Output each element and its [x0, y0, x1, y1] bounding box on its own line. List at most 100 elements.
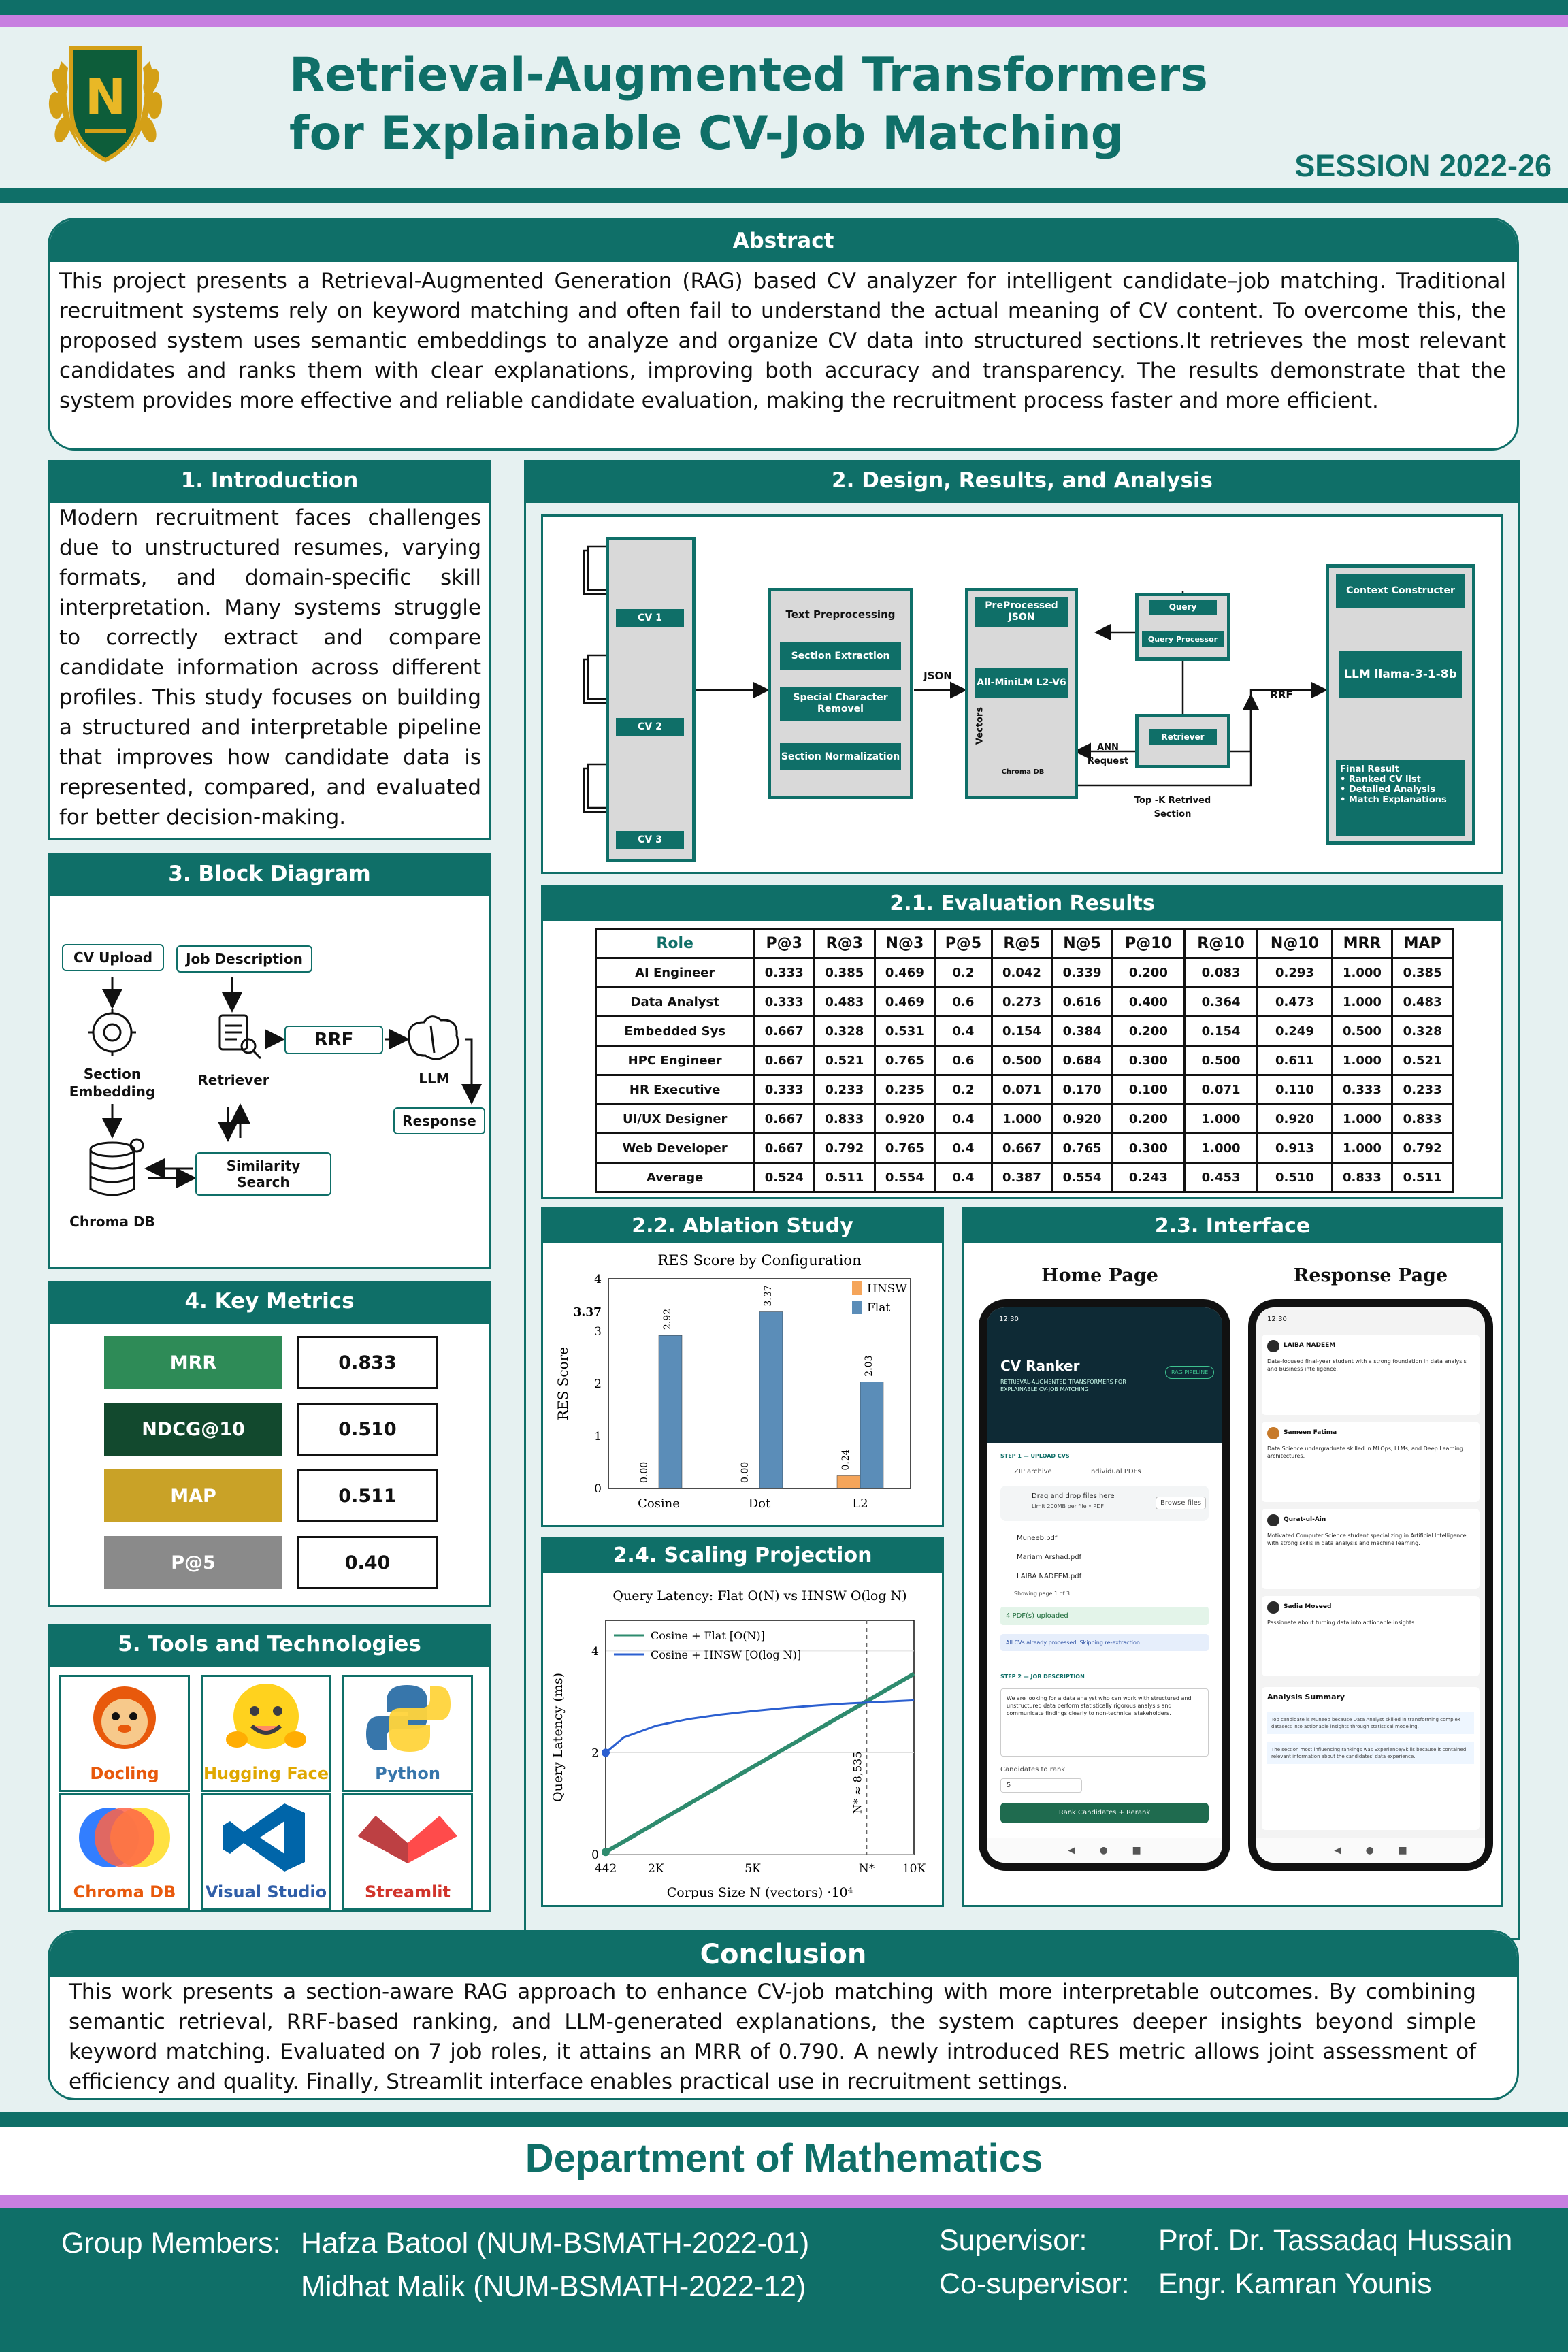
eval-value-cell: 0.333 [1330, 1074, 1394, 1105]
ann-request-label: ANN Request [1087, 742, 1129, 766]
university-logo: N [41, 34, 170, 170]
tool-streamlit-label: Streamlit [365, 1882, 451, 1901]
tool-hugging-face-label: Hugging Face [203, 1764, 329, 1783]
home-rank-input[interactable]: 5 [1000, 1778, 1082, 1793]
metric-map-value: 0.511 [297, 1469, 438, 1522]
scaling-series-line [605, 1699, 915, 1754]
home-uploaded-msg: 4 PDF(s) uploaded [1000, 1607, 1209, 1625]
members-label: Group Members: [61, 2227, 281, 2259]
bd-rrf: RRF [284, 1026, 383, 1054]
eval-value-cell: 0.616 [1051, 986, 1113, 1017]
bd-response: Response [393, 1107, 485, 1134]
eval-value-cell: 0.611 [1256, 1045, 1333, 1076]
home-browse-button[interactable]: Browse files [1156, 1497, 1207, 1509]
candidate-summary: Data-focused final-year student with a s… [1267, 1358, 1467, 1372]
eval-col-header: N@3 [873, 928, 936, 959]
eval-value-cell: 0.667 [753, 1015, 815, 1047]
scaling-xtick: N* [859, 1862, 875, 1876]
home-nav-bar: ◀ ● ■ [987, 1838, 1222, 1863]
tool-visual-studio: Visual Studio [201, 1793, 331, 1910]
ablation-bar [860, 1382, 884, 1489]
cv-1-label: CV 1 [616, 609, 684, 627]
eval-col-header: MRR [1330, 928, 1394, 959]
cv-2-label: CV 2 [616, 718, 684, 736]
eval-value-cell: 0.249 [1256, 1015, 1333, 1047]
response-time: 12:30 [1267, 1316, 1287, 1323]
eval-value-cell: 1.000 [1330, 1045, 1394, 1076]
abstract-heading: Abstract [50, 220, 1517, 262]
text-preprocessing-title: Text Preprocessing [785, 608, 896, 621]
eval-value-cell: 0.667 [753, 1132, 815, 1164]
eval-value-cell: 0.6 [934, 986, 993, 1017]
eval-value-cell: 0.792 [813, 1132, 876, 1164]
home-opt-zip[interactable]: ZIP archive [1014, 1468, 1052, 1475]
design-heading: 2. Design, Results, and Analysis [524, 460, 1520, 501]
home-dropzone[interactable]: Drag and drop files here Limit 200MB per… [1000, 1486, 1209, 1521]
scaling-ytick: 0 [591, 1848, 599, 1862]
home-rank-button[interactable]: Rank Candidates + Rerank [1000, 1803, 1209, 1823]
final-result-title: Final Result [1340, 764, 1399, 774]
eval-value-cell: 0.2 [934, 1074, 993, 1105]
bd-section-embedding: Section Embedding [69, 1066, 156, 1100]
eval-role-cell: Data Analyst [594, 986, 755, 1017]
query-processor-box: Query Processor [1142, 631, 1224, 647]
metric-ndcg-name: NDCG@10 [104, 1403, 282, 1456]
topk-label: Top -K Retrived Section [1134, 796, 1211, 819]
ablation-ytick: 0 [594, 1482, 602, 1496]
scaling-ytick: 2 [591, 1746, 599, 1760]
eval-value-cell: 0.469 [873, 957, 936, 988]
tool-streamlit: Streamlit [342, 1793, 473, 1910]
home-opt-pdfs[interactable]: Individual PDFs [1089, 1468, 1141, 1475]
eval-col-header: Role [594, 928, 755, 959]
bd-retriever: Retriever [197, 1072, 270, 1088]
scaling-xtick: 10K [902, 1862, 926, 1876]
home-file-1: Muneeb.pdf [1017, 1535, 1058, 1542]
top-purple-band [0, 15, 1568, 27]
eval-value-cell: 0.385 [813, 957, 876, 988]
home-rank-label: Candidates to rank [1000, 1766, 1066, 1774]
query-box: Query [1149, 600, 1217, 615]
ablation-xtick: L2 [852, 1497, 868, 1511]
tool-chroma-db-label: Chroma DB [73, 1882, 176, 1901]
home-job-description[interactable]: We are looking for a data analyst who ca… [1000, 1688, 1209, 1757]
eval-value-cell: 0.483 [813, 986, 876, 1017]
ablation-ytick: 1 [594, 1430, 602, 1443]
eval-value-cell: 0.554 [873, 1162, 936, 1193]
eval-value-cell: 0.833 [1391, 1103, 1454, 1134]
ablation-max-label: 3.37 [574, 1306, 602, 1320]
top-band [0, 0, 1568, 15]
eval-value-cell: 1.000 [1330, 986, 1394, 1017]
home-drop-limit: Limit 200MB per file • PDF [1032, 1503, 1104, 1509]
department-strip [0, 2127, 1568, 2195]
home-app-header: 12:30 CV Ranker RETRIEVAL-AUGMENTED TRAN… [987, 1307, 1222, 1443]
eval-role-cell: Web Developer [594, 1132, 755, 1164]
eval-role-cell: HPC Engineer [594, 1045, 755, 1076]
home-time: 12:30 [999, 1316, 1019, 1323]
analysis-summary-2: The section most influencing rankings wa… [1267, 1742, 1474, 1764]
eval-role-cell: HR Executive [594, 1074, 755, 1105]
final-item-2: • Detailed Analysis [1340, 785, 1435, 795]
block-diagram-arrows [88, 977, 482, 1196]
eval-value-cell: 0.233 [1391, 1074, 1454, 1105]
minilm-model: All-MiniLM L2-V6 [975, 668, 1068, 698]
logo-letter: N [84, 68, 127, 125]
eval-value-cell: 0.170 [1051, 1074, 1113, 1105]
metric-p5-value: 0.40 [297, 1536, 438, 1589]
eval-col-header: MAP [1391, 928, 1454, 959]
supervisor-label: Supervisor: [939, 2224, 1088, 2257]
eval-value-cell: 0.273 [990, 986, 1054, 1017]
tools-heading: 5. Tools and Technologies [48, 1624, 491, 1665]
cosupervisor-name: Engr. Kamran Younis [1158, 2268, 1432, 2300]
eval-value-cell: 0.511 [813, 1162, 876, 1193]
department-name: Department of Mathematics [525, 2136, 1043, 2180]
interface-heading: 2.3. Interface [964, 1209, 1501, 1243]
